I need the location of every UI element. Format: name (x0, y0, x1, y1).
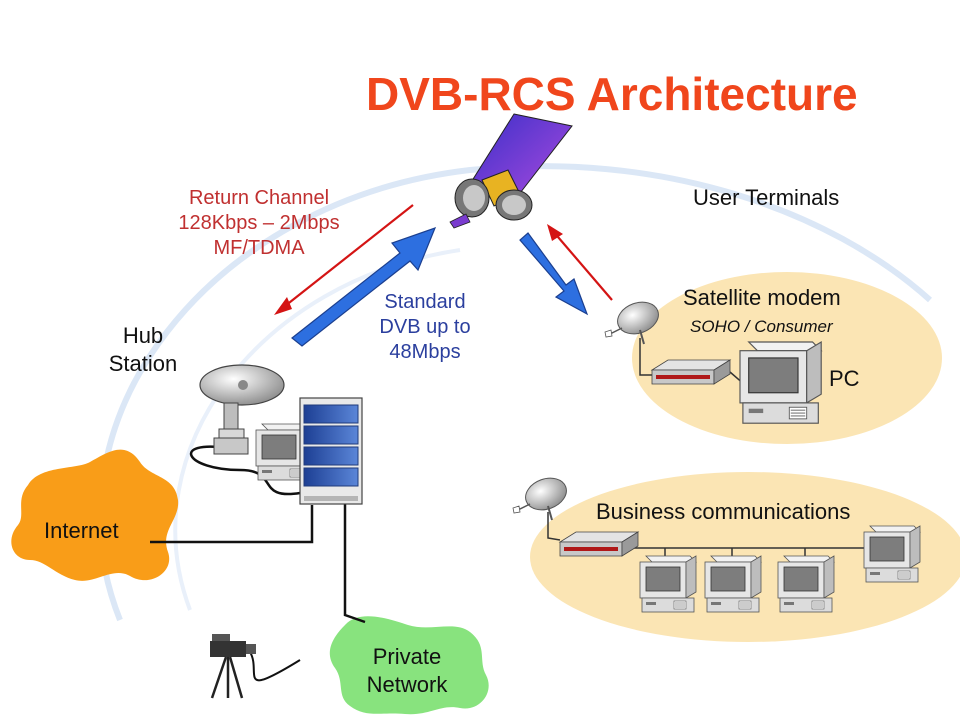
internet-link (150, 505, 314, 544)
satellite-modem-label: Satellite modem (683, 285, 841, 310)
camera-cable (249, 651, 301, 682)
return-channel-arrowhead-left (274, 297, 292, 315)
return-channel-line-2: 128Kbps – 2Mbps (178, 212, 340, 234)
private-network-line-1: Private (372, 644, 442, 669)
video-camera-icon (210, 634, 256, 699)
return-channel-label: Return Channel 128Kbps – 2Mbps MF/TDMA (152, 186, 366, 261)
orbit-arc (97, 163, 933, 622)
business-computer-4-icon (863, 525, 921, 583)
soho-consumer-label: SOHO / Consumer (690, 317, 833, 336)
server-rack-icon (299, 397, 363, 505)
hub-station-label: Hub Station (96, 322, 190, 377)
user-terminals-label: User Terminals (693, 185, 840, 210)
satellite-icon (449, 113, 573, 229)
forward-downlink-arrow (519, 232, 589, 316)
hub-dish-cable (189, 445, 301, 496)
business-computer-2-icon (704, 555, 762, 613)
hub-station-line-1: Hub (122, 323, 164, 348)
private-network-cloud-icon (329, 616, 489, 715)
private-network-link (343, 500, 366, 624)
business-modem-link (547, 512, 561, 541)
business-computer-1-icon (639, 555, 697, 613)
page-title: DVB-RCS Architecture (366, 68, 858, 120)
soho-pc-icon (739, 341, 822, 424)
business-computer-3-icon (777, 555, 835, 613)
pc-label: PC (829, 366, 860, 391)
private-network-line-2: Network (366, 671, 448, 697)
hub-station-line-2: Station (108, 350, 178, 376)
business-modem-icon (559, 531, 639, 557)
return-channel-line-3: MF/TDMA (213, 237, 305, 259)
internet-label: Internet (44, 518, 119, 543)
forward-channel-line-3: 48Mbps (389, 341, 461, 363)
soho-modem-icon (651, 359, 731, 385)
forward-uplink-arrow (291, 226, 437, 347)
return-channel-arrow-left (279, 204, 414, 311)
return-channel-arrow-right (551, 229, 613, 301)
forward-channel-line-1: Standard (384, 291, 466, 313)
forward-channel-label: Standard DVB up to 48Mbps (360, 290, 490, 365)
business-communications-label: Business communications (596, 499, 851, 524)
return-channel-line-1: Return Channel (188, 187, 330, 209)
forward-channel-line-2: DVB up to (379, 316, 471, 338)
private-network-label: Private Network (350, 643, 464, 698)
hub-dish-icon (199, 364, 285, 455)
internet-cloud-icon (11, 449, 179, 581)
return-channel-arrowhead-right (547, 224, 563, 241)
